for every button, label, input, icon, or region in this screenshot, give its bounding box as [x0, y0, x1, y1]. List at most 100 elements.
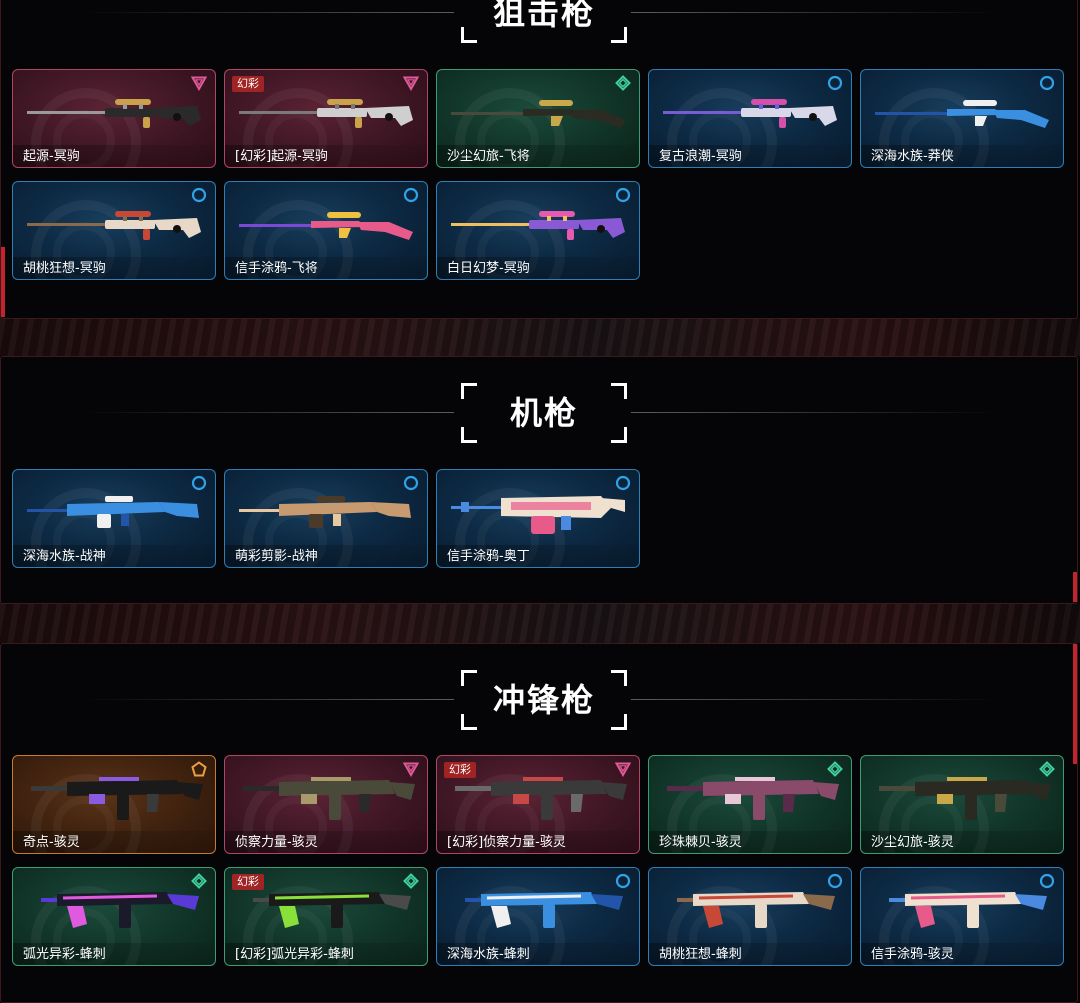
- card-name-bar: [13, 545, 215, 567]
- skin-name: 复古浪潮-冥驹: [659, 149, 742, 164]
- card-bg-ring: [879, 886, 989, 965]
- skin-card[interactable]: 珍珠棘贝-骇灵: [648, 755, 852, 854]
- card-bg-ring: [689, 796, 751, 853]
- skin-name: 起源-冥驹: [23, 149, 80, 164]
- weapon-image: [451, 90, 627, 140]
- skin-card[interactable]: 胡桃狂想-蜂刺: [648, 867, 852, 966]
- card-bg-ring: [31, 488, 141, 567]
- tier-blue-icon: [403, 187, 419, 203]
- weapon-image: [663, 888, 839, 938]
- skin-name: 侦察力量-骇灵: [235, 835, 318, 850]
- card-name-bar: [225, 545, 427, 567]
- card-bg-ring: [243, 88, 353, 167]
- weapon-image: [239, 776, 415, 826]
- section-title: 狙击枪: [492, 0, 595, 32]
- weapon-image: [875, 90, 1051, 140]
- weapon-image: [239, 490, 415, 540]
- tier-green-icon: [191, 873, 207, 889]
- title-bracket-icon: [461, 670, 627, 730]
- skin-name: 深海水族-蜂刺: [447, 947, 530, 962]
- card-bg-ring: [31, 200, 141, 279]
- tier-blue-icon: [1039, 75, 1055, 91]
- skin-card[interactable]: 胡桃狂想-冥驹: [12, 181, 216, 280]
- variant-tag: 幻彩: [232, 76, 264, 92]
- skin-card[interactable]: 白日幻梦-冥驹: [436, 181, 640, 280]
- tier-pink-icon: [190, 75, 208, 92]
- card-name-bar: [437, 943, 639, 965]
- card-bg-ring: [265, 796, 327, 853]
- skin-card[interactable]: [幻彩]侦察力量-骇灵 幻彩: [436, 755, 640, 854]
- variant-tag: 幻彩: [444, 762, 476, 778]
- skin-name: 白日幻梦-冥驹: [447, 261, 530, 276]
- skin-card[interactable]: [幻彩]弧光异彩-蜂刺 幻彩: [224, 867, 428, 966]
- skin-card[interactable]: 复古浪潮-冥驹: [648, 69, 852, 168]
- skin-card[interactable]: 深海水族-战神: [12, 469, 216, 568]
- weapon-image: [451, 776, 627, 826]
- tier-blue-icon: [1039, 873, 1055, 889]
- skin-name: [幻彩]侦察力量-骇灵: [447, 835, 566, 850]
- skin-card[interactable]: 沙尘幻旅-骇灵: [860, 755, 1064, 854]
- card-bg-ring: [243, 886, 353, 965]
- section-header: 狙击枪: [1, 0, 1079, 43]
- card-name-bar: [649, 145, 851, 167]
- card-bg-ring: [455, 886, 565, 965]
- skin-name: 信手涂鸦-飞将: [235, 261, 318, 276]
- skin-card[interactable]: 深海水族-莽侠: [860, 69, 1064, 168]
- weapon-image: [239, 888, 415, 938]
- skin-card[interactable]: 信手涂鸦-飞将: [224, 181, 428, 280]
- card-bg-ring: [667, 88, 777, 167]
- tier-blue-icon: [615, 187, 631, 203]
- skin-name: 信手涂鸦-骇灵: [871, 947, 954, 962]
- skin-name: 珍珠棘贝-骇灵: [659, 835, 742, 850]
- weapon-image: [27, 776, 203, 826]
- weapon-image: [451, 202, 627, 252]
- card-bg-ring: [455, 88, 565, 167]
- card-bg-ring: [31, 886, 141, 965]
- skin-card[interactable]: [幻彩]起源-冥驹 幻彩: [224, 69, 428, 168]
- card-bg-ring: [455, 200, 565, 279]
- tier-green-icon: [403, 873, 419, 889]
- weapon-image: [875, 888, 1051, 938]
- skin-card[interactable]: 信手涂鸦-奥丁: [436, 469, 640, 568]
- weapon-image: [451, 888, 627, 938]
- section-title: 冲锋枪: [492, 681, 595, 719]
- skin-card[interactable]: 弧光异彩-蜂刺: [12, 867, 216, 966]
- card-bg-ring: [243, 200, 353, 279]
- tier-blue-icon: [191, 475, 207, 491]
- card-name-bar: [225, 257, 427, 279]
- weapon-image: [451, 490, 627, 540]
- skin-name: 胡桃狂想-蜂刺: [659, 947, 742, 962]
- skin-name: 沙尘幻旅-飞将: [447, 149, 530, 164]
- skin-card[interactable]: 沙尘幻旅-飞将: [436, 69, 640, 168]
- skin-name: 深海水族-战神: [23, 549, 106, 564]
- tier-green-icon: [1039, 761, 1055, 777]
- weapon-image: [27, 90, 203, 140]
- weapon-image: [875, 776, 1051, 826]
- section-header: 冲锋枪: [1, 670, 1079, 730]
- weapon-image: [663, 776, 839, 826]
- weapon-image: [27, 490, 203, 540]
- card-bg-ring: [53, 796, 115, 853]
- title-bracket-icon: [461, 0, 627, 43]
- skin-card[interactable]: 深海水族-蜂刺: [436, 867, 640, 966]
- card-name-bar: [649, 831, 851, 853]
- skin-card[interactable]: 起源-冥驹: [12, 69, 216, 168]
- section-title: 机枪: [509, 394, 578, 432]
- skin-card[interactable]: 萌彩剪影-战神: [224, 469, 428, 568]
- skin-card[interactable]: 信手涂鸦-骇灵: [860, 867, 1064, 966]
- skin-name: 萌彩剪影-战神: [235, 549, 318, 564]
- tier-blue-icon: [403, 475, 419, 491]
- card-name-bar: [861, 943, 1063, 965]
- card-bg-ring: [667, 774, 777, 853]
- skin-name: 胡桃狂想-冥驹: [23, 261, 106, 276]
- skin-card[interactable]: 侦察力量-骇灵: [224, 755, 428, 854]
- skin-name: [幻彩]起源-冥驹: [235, 149, 328, 164]
- section-panel-smg: 冲锋枪 奇点-骇灵: [0, 643, 1078, 1003]
- card-bg-ring: [879, 774, 989, 853]
- card-name-bar: [861, 145, 1063, 167]
- background-gap-2: [0, 603, 1080, 643]
- skin-card[interactable]: 奇点-骇灵: [12, 755, 216, 854]
- card-name-bar: [861, 831, 1063, 853]
- card-name-bar: [225, 831, 427, 853]
- card-bg-ring: [243, 488, 353, 567]
